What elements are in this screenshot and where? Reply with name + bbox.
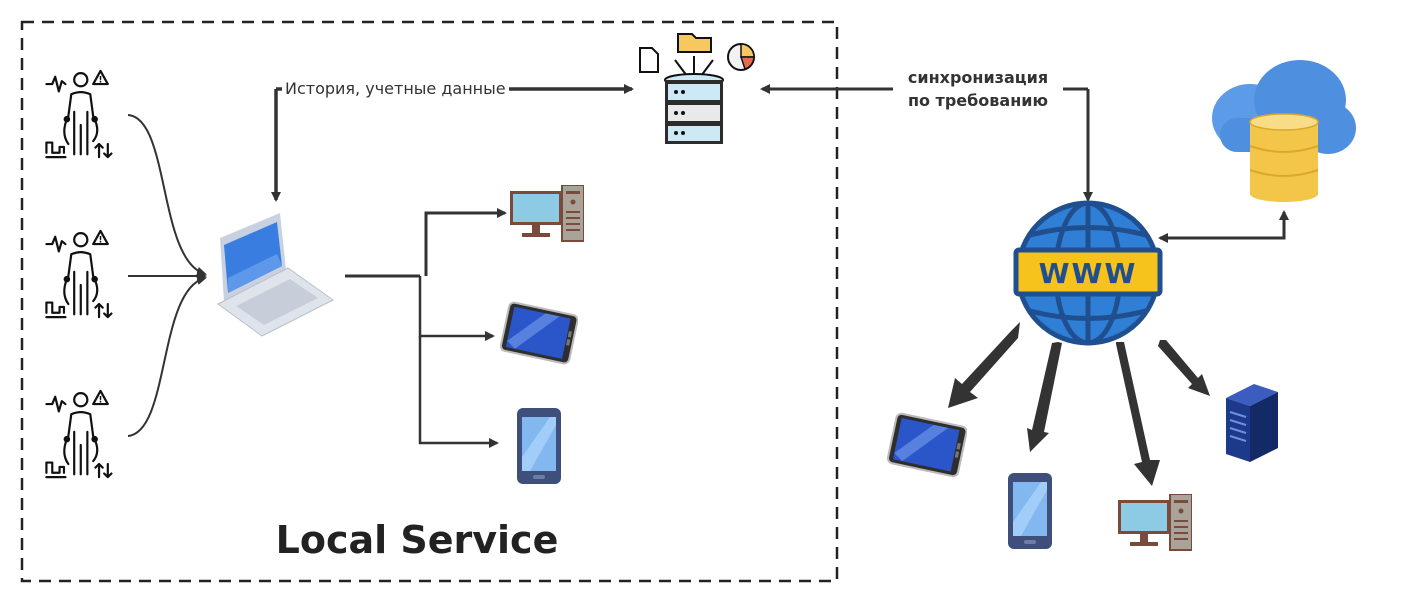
desktop-computer-icon — [510, 185, 584, 242]
smartphone-icon — [1008, 473, 1052, 549]
sync-label-line1: синхронизация — [907, 68, 1049, 87]
cloud-database-icon — [1212, 60, 1356, 202]
local-service-title: Local Service — [275, 518, 559, 562]
patient-connector — [127, 114, 207, 277]
smartphone-icon — [517, 408, 561, 484]
globe-to-phone-arrow — [1027, 342, 1062, 452]
database-server-icon — [639, 33, 755, 144]
globe-to-desktop-arrow — [1116, 342, 1160, 486]
tablet-icon — [500, 300, 578, 366]
history-credentials-label: История, учетные данные — [282, 79, 509, 98]
patient-connector — [127, 275, 207, 437]
laptop-to-tablet-arrow — [418, 276, 495, 341]
globe-to-tablet-arrow — [948, 322, 1020, 408]
sync-on-demand-label: синхронизация по требованию — [893, 66, 1063, 112]
globe-distribution-arrows — [948, 322, 1210, 486]
sync-label-line2: по требованию — [907, 91, 1049, 110]
desktop-computer-icon — [1118, 494, 1192, 551]
local-service-boundary — [20, 20, 839, 583]
www-label: WWW — [1039, 257, 1138, 290]
patient-monitor-icon — [44, 389, 113, 479]
laptop-to-devices-connector — [345, 213, 505, 278]
globe-cloud-arrow — [1166, 210, 1289, 240]
patient-monitor-icon — [44, 229, 113, 319]
globe-to-server-arrow — [1158, 340, 1210, 396]
laptop-to-phone-arrow — [418, 336, 499, 448]
tablet-icon — [887, 411, 967, 479]
patient-monitor-icon — [44, 69, 113, 159]
www-globe-icon: WWW — [1013, 200, 1163, 346]
laptop-icon — [217, 213, 334, 337]
rack-server-icon — [1226, 384, 1278, 462]
